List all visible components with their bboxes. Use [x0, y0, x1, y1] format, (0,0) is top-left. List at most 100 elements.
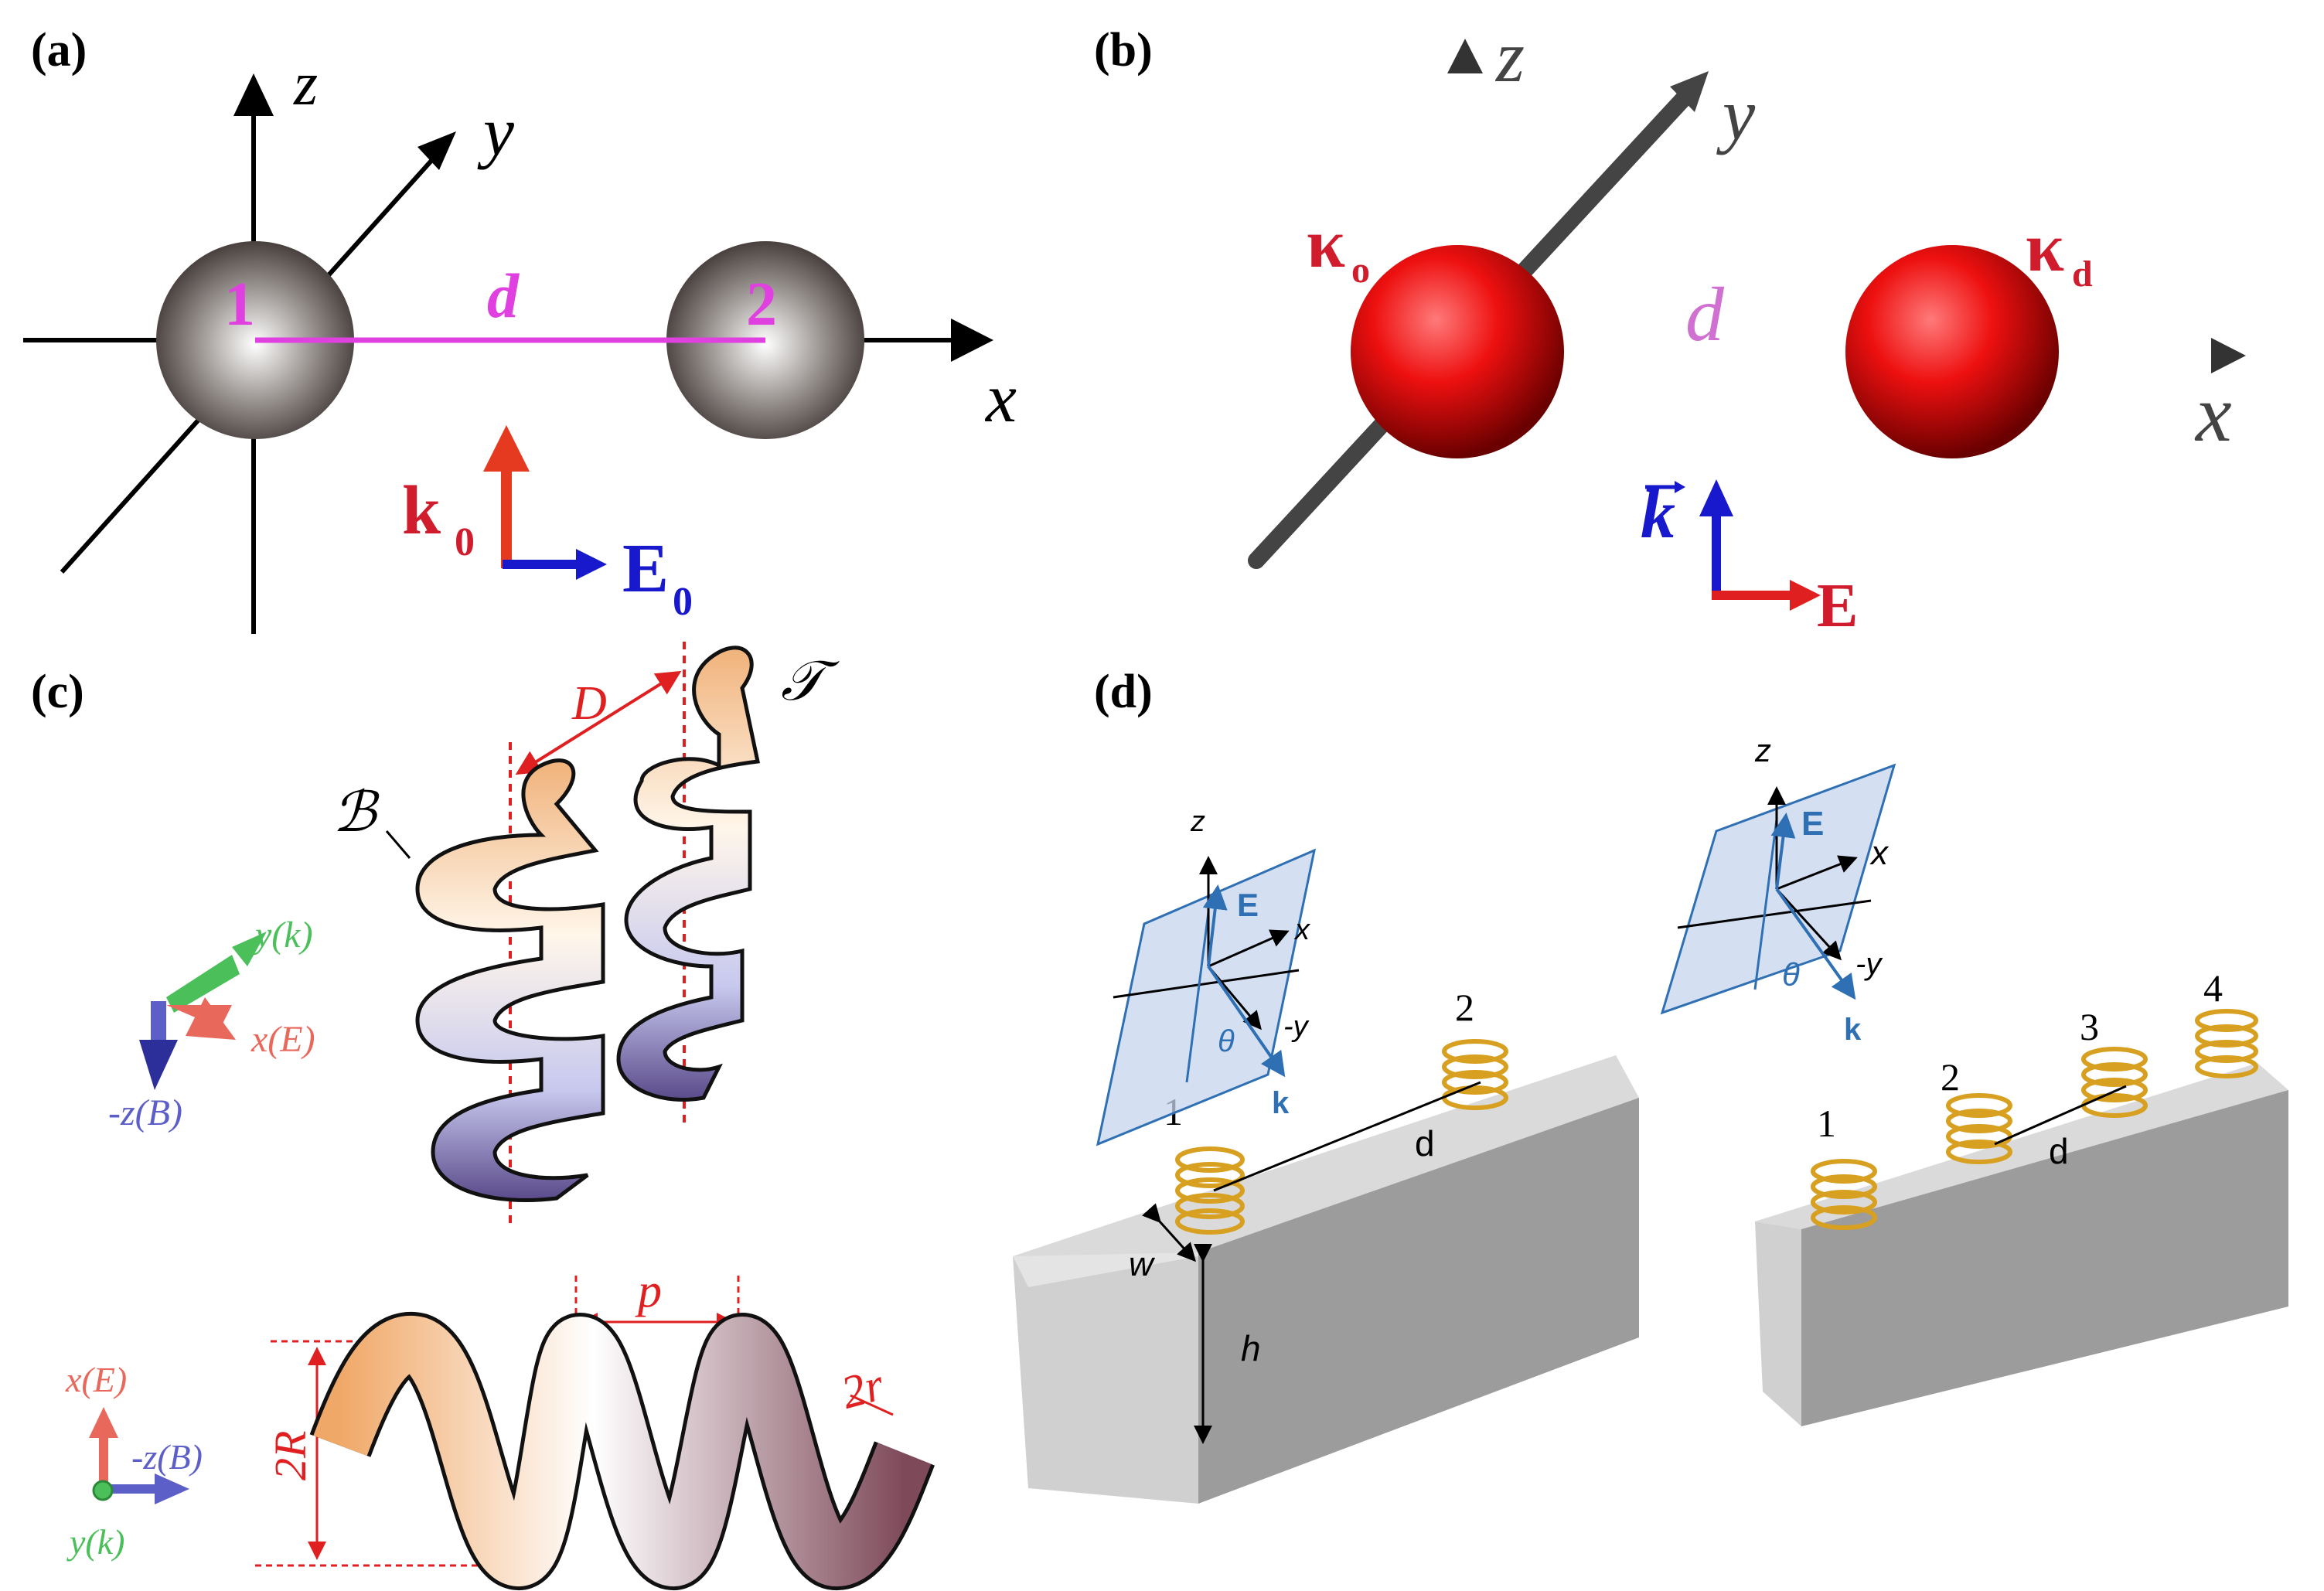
panel-d-right-block — [1755, 1063, 2288, 1426]
panel-c-triad-top: y(k) x(E) -z(B) — [108, 915, 315, 1133]
panel-a-y-label: y — [477, 94, 514, 170]
panel-c-T-label: 𝒯 — [781, 650, 840, 712]
panel-d-right-x-label: x — [1869, 834, 1890, 872]
panel-a-e-label: E — [622, 530, 669, 607]
panel-d-right-helix-2-label: 2 — [1941, 1055, 1960, 1099]
panel-d-left-helix-1 — [1175, 1146, 1245, 1235]
panel-d-left-angle-label: θ — [1218, 1024, 1235, 1058]
panel-d-right-angle-label: θ — [1782, 956, 1800, 993]
panel-c-triad-bottom-y-dot — [92, 1480, 114, 1501]
panel-d-left-helix-2 — [1442, 1039, 1508, 1110]
panel-d-width-dimension — [1142, 1203, 1197, 1262]
panel-a-z-arrowhead — [233, 73, 274, 116]
panel-a-k-arrowhead — [483, 425, 530, 472]
panel-d-right-helix-4-label: 4 — [2203, 966, 2223, 1010]
panel-b-sphere-left — [1351, 245, 1564, 458]
panel-c-triad-top-y-label: y(k) — [251, 915, 313, 956]
panel-d-left-distance-label: d — [1415, 1123, 1435, 1163]
panel-b-x-arrowhead — [2211, 338, 2246, 373]
panel-d-left-helix-2-label: 2 — [1455, 986, 1474, 1029]
panel-d-right-distance-line — [1994, 1085, 2127, 1146]
panel-d-left-incidence: z x -y E k θ — [1096, 806, 1317, 1146]
panel-d-left-x-label: x — [1293, 914, 1311, 946]
panel-d-right-block-top — [1755, 1063, 2288, 1229]
panel-d-left-E-label: E — [1237, 887, 1259, 923]
panel-d-left-z-label: z — [1190, 806, 1205, 838]
panel-c-B-leader — [385, 830, 411, 859]
panel-b-distance-label: d — [1685, 271, 1725, 357]
panel-b-y-arrowhead — [1670, 71, 1709, 112]
panel-c-triad-bottom-z-arrow — [104, 1484, 158, 1494]
panel-c-triad-top-z-head — [139, 1040, 178, 1090]
panel-d-right-neg-y-axis — [1775, 887, 1842, 961]
panel-c-2r-dimension — [850, 1394, 894, 1416]
panel-d-right-E-label: E — [1801, 805, 1824, 843]
panel-c-double-helix — [415, 646, 761, 1202]
panel-c-2r-label: 2r — [836, 1358, 889, 1419]
panel-d-right-incidence: z x -y E k θ — [1660, 732, 1896, 1047]
panel-b-x-label: x — [2194, 368, 2232, 458]
panel-a-k-label: k — [402, 472, 441, 549]
panel-d-left-block-side — [1013, 1252, 1198, 1504]
panel-d-right-distance-label: d — [2049, 1131, 2069, 1171]
panel-a-tag: (a) — [31, 24, 87, 77]
panel-c-p-label: p — [635, 1265, 662, 1317]
panel-b-tag: (b) — [1094, 24, 1153, 77]
panel-c-triad-bottom-z-label: -z(B) — [131, 1437, 203, 1477]
panel-d-tag: (d) — [1094, 666, 1153, 718]
panel-b-e-arrowhead — [1790, 580, 1821, 611]
panel-c-triad-bottom-x-label: x(E) — [65, 1360, 127, 1399]
panel-a-e-subscript: 0 — [673, 580, 693, 624]
panel-d-right-z-label: z — [1754, 732, 1771, 768]
panel-d-right-k-label: k — [1844, 1013, 1862, 1047]
panel-c-D-label: D — [571, 677, 607, 730]
panel-c-triad-top-y-head — [232, 932, 267, 966]
panel-a: (a) z y x 1 2 d k 0 E 0 — [23, 24, 1017, 634]
panel-a-x-label: x — [984, 360, 1017, 437]
panel-c-single-helix: 2R p 2r — [255, 1265, 935, 1590]
panel-d-left-neg-y-label: -y — [1283, 1010, 1310, 1043]
panel-d-right-helix-1 — [1811, 1159, 1877, 1230]
panel-b-kappa-left-sub: o — [1351, 250, 1370, 291]
panel-c-triad-top-z-label: -z(B) — [108, 1092, 182, 1133]
panel-d-right-helix-3-label: 3 — [2080, 1005, 2099, 1048]
panel-a-k-subscript: 0 — [455, 520, 475, 564]
panel-c-triad-bottom-y-label: y(k) — [66, 1522, 124, 1562]
panel-b-z-label: z — [1494, 15, 1525, 97]
panel-d-left-k-label: k — [1272, 1086, 1290, 1120]
panel-c-triad-top-x-label: x(E) — [250, 1019, 315, 1060]
panel-c-triad-bottom-z-head — [155, 1473, 189, 1504]
panel-b-sphere-right — [1845, 245, 2059, 458]
panel-b-y-label: y — [1716, 73, 1756, 155]
panel-c-triad-top-z-arrow — [151, 1001, 166, 1048]
panel-b-kappa-left: κ — [1307, 206, 1345, 282]
panel-a-distance-label: d — [487, 261, 520, 331]
panel-b-kappa-right: κ — [2026, 210, 2064, 286]
panel-b-k-label: k — [1641, 476, 1675, 553]
panel-a-x-arrowhead — [951, 319, 993, 362]
panel-a-particle-2-label: 2 — [746, 271, 777, 339]
panel-c-triad-bottom-x-arrow — [99, 1434, 108, 1488]
panel-c-tag: (c) — [31, 666, 84, 718]
panel-c-triad-top-x-head — [186, 997, 236, 1040]
panel-c-D-dimension — [515, 670, 682, 775]
panel-c-2R-label: 2R — [265, 1431, 315, 1480]
panel-c-triad-top-y-arrow — [166, 955, 240, 1013]
panel-c-helix-tube — [313, 1316, 932, 1586]
panel-c-triad-bottom: x(E) -z(B) y(k) — [65, 1360, 203, 1562]
panel-b-k-vector-head — [1675, 481, 1685, 493]
panel-b-z-arrowhead — [1447, 39, 1483, 73]
panel-d-left-distance-line — [1213, 1081, 1481, 1192]
panel-d: (d) — [1013, 666, 2288, 1504]
panel-a-particle-1-label: 1 — [224, 271, 255, 339]
panel-d-right-x-axis — [1776, 855, 1858, 891]
panel-d-right-E-arrow — [1770, 813, 1796, 890]
panel-a-e-arrowhead — [576, 549, 607, 580]
panel-d-left-k-arrow — [1207, 965, 1286, 1078]
panel-d-left-x-axis — [1208, 929, 1290, 968]
panel-b: (b) z y x κ o κ d d k E — [1094, 15, 2246, 642]
panel-d-right-block-side — [1755, 1221, 1801, 1426]
panel-d-right-k-arrow — [1775, 887, 1856, 1000]
panel-b-k-arrowhead — [1699, 479, 1733, 516]
